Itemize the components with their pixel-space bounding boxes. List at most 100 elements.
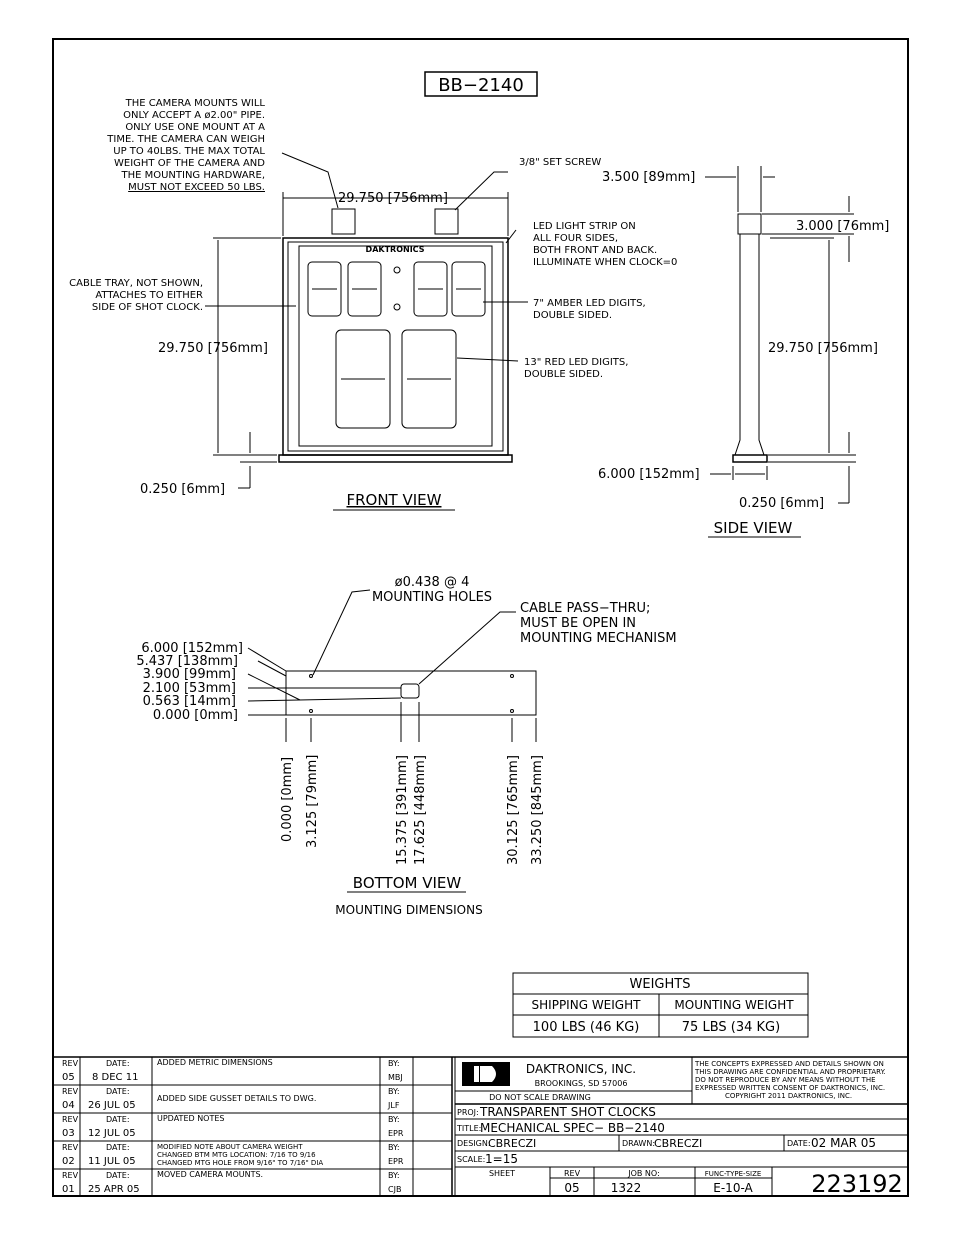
weights-val1: 100 LBS (46 KG) — [533, 1020, 640, 1035]
svg-text:COPYRIGHT 2011 DAKTRONICS,: COPYRIGHT 2011 DAKTRONICS, INC. — [725, 1092, 852, 1100]
svg-text:ALL FOUR SIDES,: ALL FOUR SIDES, — [533, 233, 618, 244]
front-base-dim: 0.250 [6mm] — [140, 482, 225, 497]
colon-dot-upper — [393, 266, 401, 274]
svg-text:BY:: BY: — [388, 1087, 400, 1096]
svg-text:0.000 [0mm]: 0.000 [0mm] — [280, 757, 295, 842]
front-width-dim: 29.750 [756mm] — [338, 191, 448, 206]
mounting-hole — [510, 674, 514, 678]
svg-text:DATE:: DATE: — [106, 1115, 130, 1124]
job-value: 1322 — [611, 1181, 642, 1195]
revision-row-03: REV 03 DATE: 12 JUL 05 UPDATED NOTES BY:… — [62, 1114, 404, 1139]
part-label: BB−2140 — [438, 75, 524, 96]
svg-text:04: 04 — [62, 1100, 75, 1111]
rev-label: REV — [564, 1169, 581, 1178]
date-value: 02 MAR 05 — [811, 1136, 876, 1150]
weights-col1: SHIPPING WEIGHT — [532, 998, 642, 1012]
svg-text:LED LIGHT STRIP ON: LED LIGHT STRIP ON — [533, 221, 636, 232]
svg-text:02: 02 — [62, 1156, 75, 1167]
svg-text:EXPRESSED WRITTEN CONSENT O: EXPRESSED WRITTEN CONSENT OF DAKTRONICS,… — [695, 1084, 885, 1092]
svg-text:0.563 [14mm]: 0.563 [14mm] — [143, 694, 236, 709]
svg-text:JLF: JLF — [387, 1101, 400, 1110]
side-top-dim: 3.500 [89mm] — [602, 170, 695, 185]
svg-text:UP TO 40LBS. THE MAX TOTAL: UP TO 40LBS. THE MAX TOTAL — [113, 146, 265, 157]
svg-text:CABLE PASS−THRU;: CABLE PASS−THRU; — [520, 601, 650, 616]
svg-text:DOUBLE SIDED.: DOUBLE SIDED. — [533, 310, 612, 321]
svg-text:DATE:: DATE: — [106, 1059, 130, 1068]
svg-text:EPR: EPR — [388, 1157, 404, 1166]
side-base — [732, 454, 768, 463]
side-base-width-dim: 6.000 [152mm] — [598, 467, 700, 482]
side-base-dim: 0.250 [6mm] — [739, 496, 824, 511]
clock-body — [282, 237, 509, 456]
weights-title: WEIGHTS — [630, 977, 691, 992]
title-label: TITLE: — [456, 1124, 481, 1133]
bottom-y-dims: 6.000 [152mm] 5.437 [138mm] 3.900 [99mm]… — [136, 641, 243, 723]
svg-text:MBJ: MBJ — [388, 1073, 403, 1082]
svg-text:MUST BE OPEN IN: MUST BE OPEN IN — [520, 616, 636, 631]
side-view-label: SIDE VIEW — [714, 519, 793, 537]
bottom-x-dims: 0.000 [0mm] 3.125 [79mm] 15.375 [391mm] … — [280, 755, 545, 865]
svg-text:MOUNTING MECHANISM: MOUNTING MECHANISM — [520, 631, 677, 646]
title-value: MECHANICAL SPEC− BB−2140 — [480, 1121, 665, 1135]
svg-text:CABLE TRAY, NOT SHOWN,: CABLE TRAY, NOT SHOWN, — [69, 278, 203, 289]
design-value: CBRECZI — [488, 1137, 536, 1150]
svg-text:TIME. THE CAMERA CAN WEIGH: TIME. THE CAMERA CAN WEIGH — [106, 134, 265, 145]
drawn-value: CBRECZI — [654, 1137, 702, 1150]
camera-mount-right — [434, 208, 459, 235]
confidential-notice: THE CONCEPTS EXPRESSED AND DETAILS SHOWN… — [694, 1060, 886, 1100]
svg-text:THE CAMERA MOUNTS WILL: THE CAMERA MOUNTS WILL — [125, 98, 266, 109]
svg-text:3.900 [99mm]: 3.900 [99mm] — [143, 667, 236, 682]
colon-dot-lower — [393, 303, 401, 311]
led-strip-note: LED LIGHT STRIP ON ALL FOUR SIDES, BOTH … — [533, 221, 677, 268]
svg-text:ILLUMINATE WHEN CLOCK=0: ILLUMINATE WHEN CLOCK=0 — [533, 257, 677, 268]
date-label: DATE: — [787, 1139, 811, 1148]
svg-text:01: 01 — [62, 1184, 75, 1195]
func-value: E-10-A — [713, 1181, 753, 1195]
bottom-view-label: BOTTOM VIEW — [353, 874, 462, 892]
front-view — [205, 152, 528, 489]
svg-text:ADDED METRIC DIMENSIONS: ADDED METRIC DIMENSIONS — [157, 1058, 273, 1067]
proj-value: TRANSPARENT SHOT CLOCKS — [479, 1105, 656, 1119]
clock-face — [298, 245, 493, 447]
svg-text:DATE:: DATE: — [106, 1171, 130, 1180]
svg-text:CHANGED MTG HOLE FROM 9/16: CHANGED MTG HOLE FROM 9/16" TO 7/16" DIA — [157, 1159, 323, 1167]
svg-text:THIS DRAWING ARE CONFIDENTI: THIS DRAWING ARE CONFIDENTIAL AND PROPRI… — [694, 1068, 886, 1076]
svg-text:BY:: BY: — [388, 1115, 400, 1124]
part-label-box — [424, 71, 538, 97]
title-block — [454, 1057, 908, 1196]
side-view — [705, 166, 856, 538]
svg-text:THE MOUNTING HARDWARE,: THE MOUNTING HARDWARE, — [120, 170, 265, 181]
cable-tray-note: CABLE TRAY, NOT SHOWN, ATTACHES TO EITHE… — [69, 278, 203, 313]
mounting-hole — [510, 709, 514, 713]
svg-text:BY:: BY: — [388, 1171, 400, 1180]
svg-text:8 DEC 11: 8 DEC 11 — [92, 1072, 138, 1083]
daktronics-logo — [462, 1062, 510, 1086]
cable-pass-note: CABLE PASS−THRU; MUST BE OPEN IN MOUNTIN… — [520, 601, 677, 646]
svg-text:DOUBLE SIDED.: DOUBLE SIDED. — [524, 369, 603, 380]
clock-inner — [287, 241, 504, 452]
svg-text:REV: REV — [62, 1171, 79, 1180]
svg-text:03: 03 — [62, 1128, 75, 1139]
svg-text:05: 05 — [62, 1072, 75, 1083]
svg-text:ADDED SIDE GUSSET DETAILS: ADDED SIDE GUSSET DETAILS TO DWG. — [157, 1094, 316, 1103]
svg-text:ONLY USE ONE MOUNT AT A: ONLY USE ONE MOUNT AT A — [125, 122, 265, 133]
svg-text:BY:: BY: — [388, 1059, 400, 1068]
bottom-view-sub: MOUNTING DIMENSIONS — [335, 903, 482, 917]
svg-text:CHANGED BTM MTG LOCATION:: CHANGED BTM MTG LOCATION: 7/16 TO 9/16 — [157, 1151, 316, 1159]
amber-digit-3 — [413, 261, 448, 317]
do-not-scale: DO NOT SCALE DRAWING — [489, 1093, 591, 1102]
cable-pass-thru — [400, 683, 420, 699]
svg-text:30.125 [765mm]: 30.125 [765mm] — [506, 755, 521, 865]
svg-text:ø0.438 @ 4: ø0.438 @ 4 — [395, 575, 470, 590]
revision-row-02: REV 02 DATE: 11 JUL 05 MODIFIED NOTE ABO… — [62, 1143, 404, 1167]
mounting-hole — [309, 709, 313, 713]
svg-text:ONLY ACCEPT A ø2.00" PIPE.: ONLY ACCEPT A ø2.00" PIPE. — [123, 110, 265, 121]
svg-text:13" RED LED DIGITS,: 13" RED LED DIGITS, — [524, 357, 628, 368]
func-label: FUNC-TYPE-SIZE — [705, 1170, 762, 1178]
svg-text:0.000 [0mm]: 0.000 [0mm] — [153, 708, 238, 723]
svg-text:REV: REV — [62, 1143, 79, 1152]
svg-text:2.100 [53mm]: 2.100 [53mm] — [143, 681, 236, 696]
weights-table — [512, 972, 809, 1038]
